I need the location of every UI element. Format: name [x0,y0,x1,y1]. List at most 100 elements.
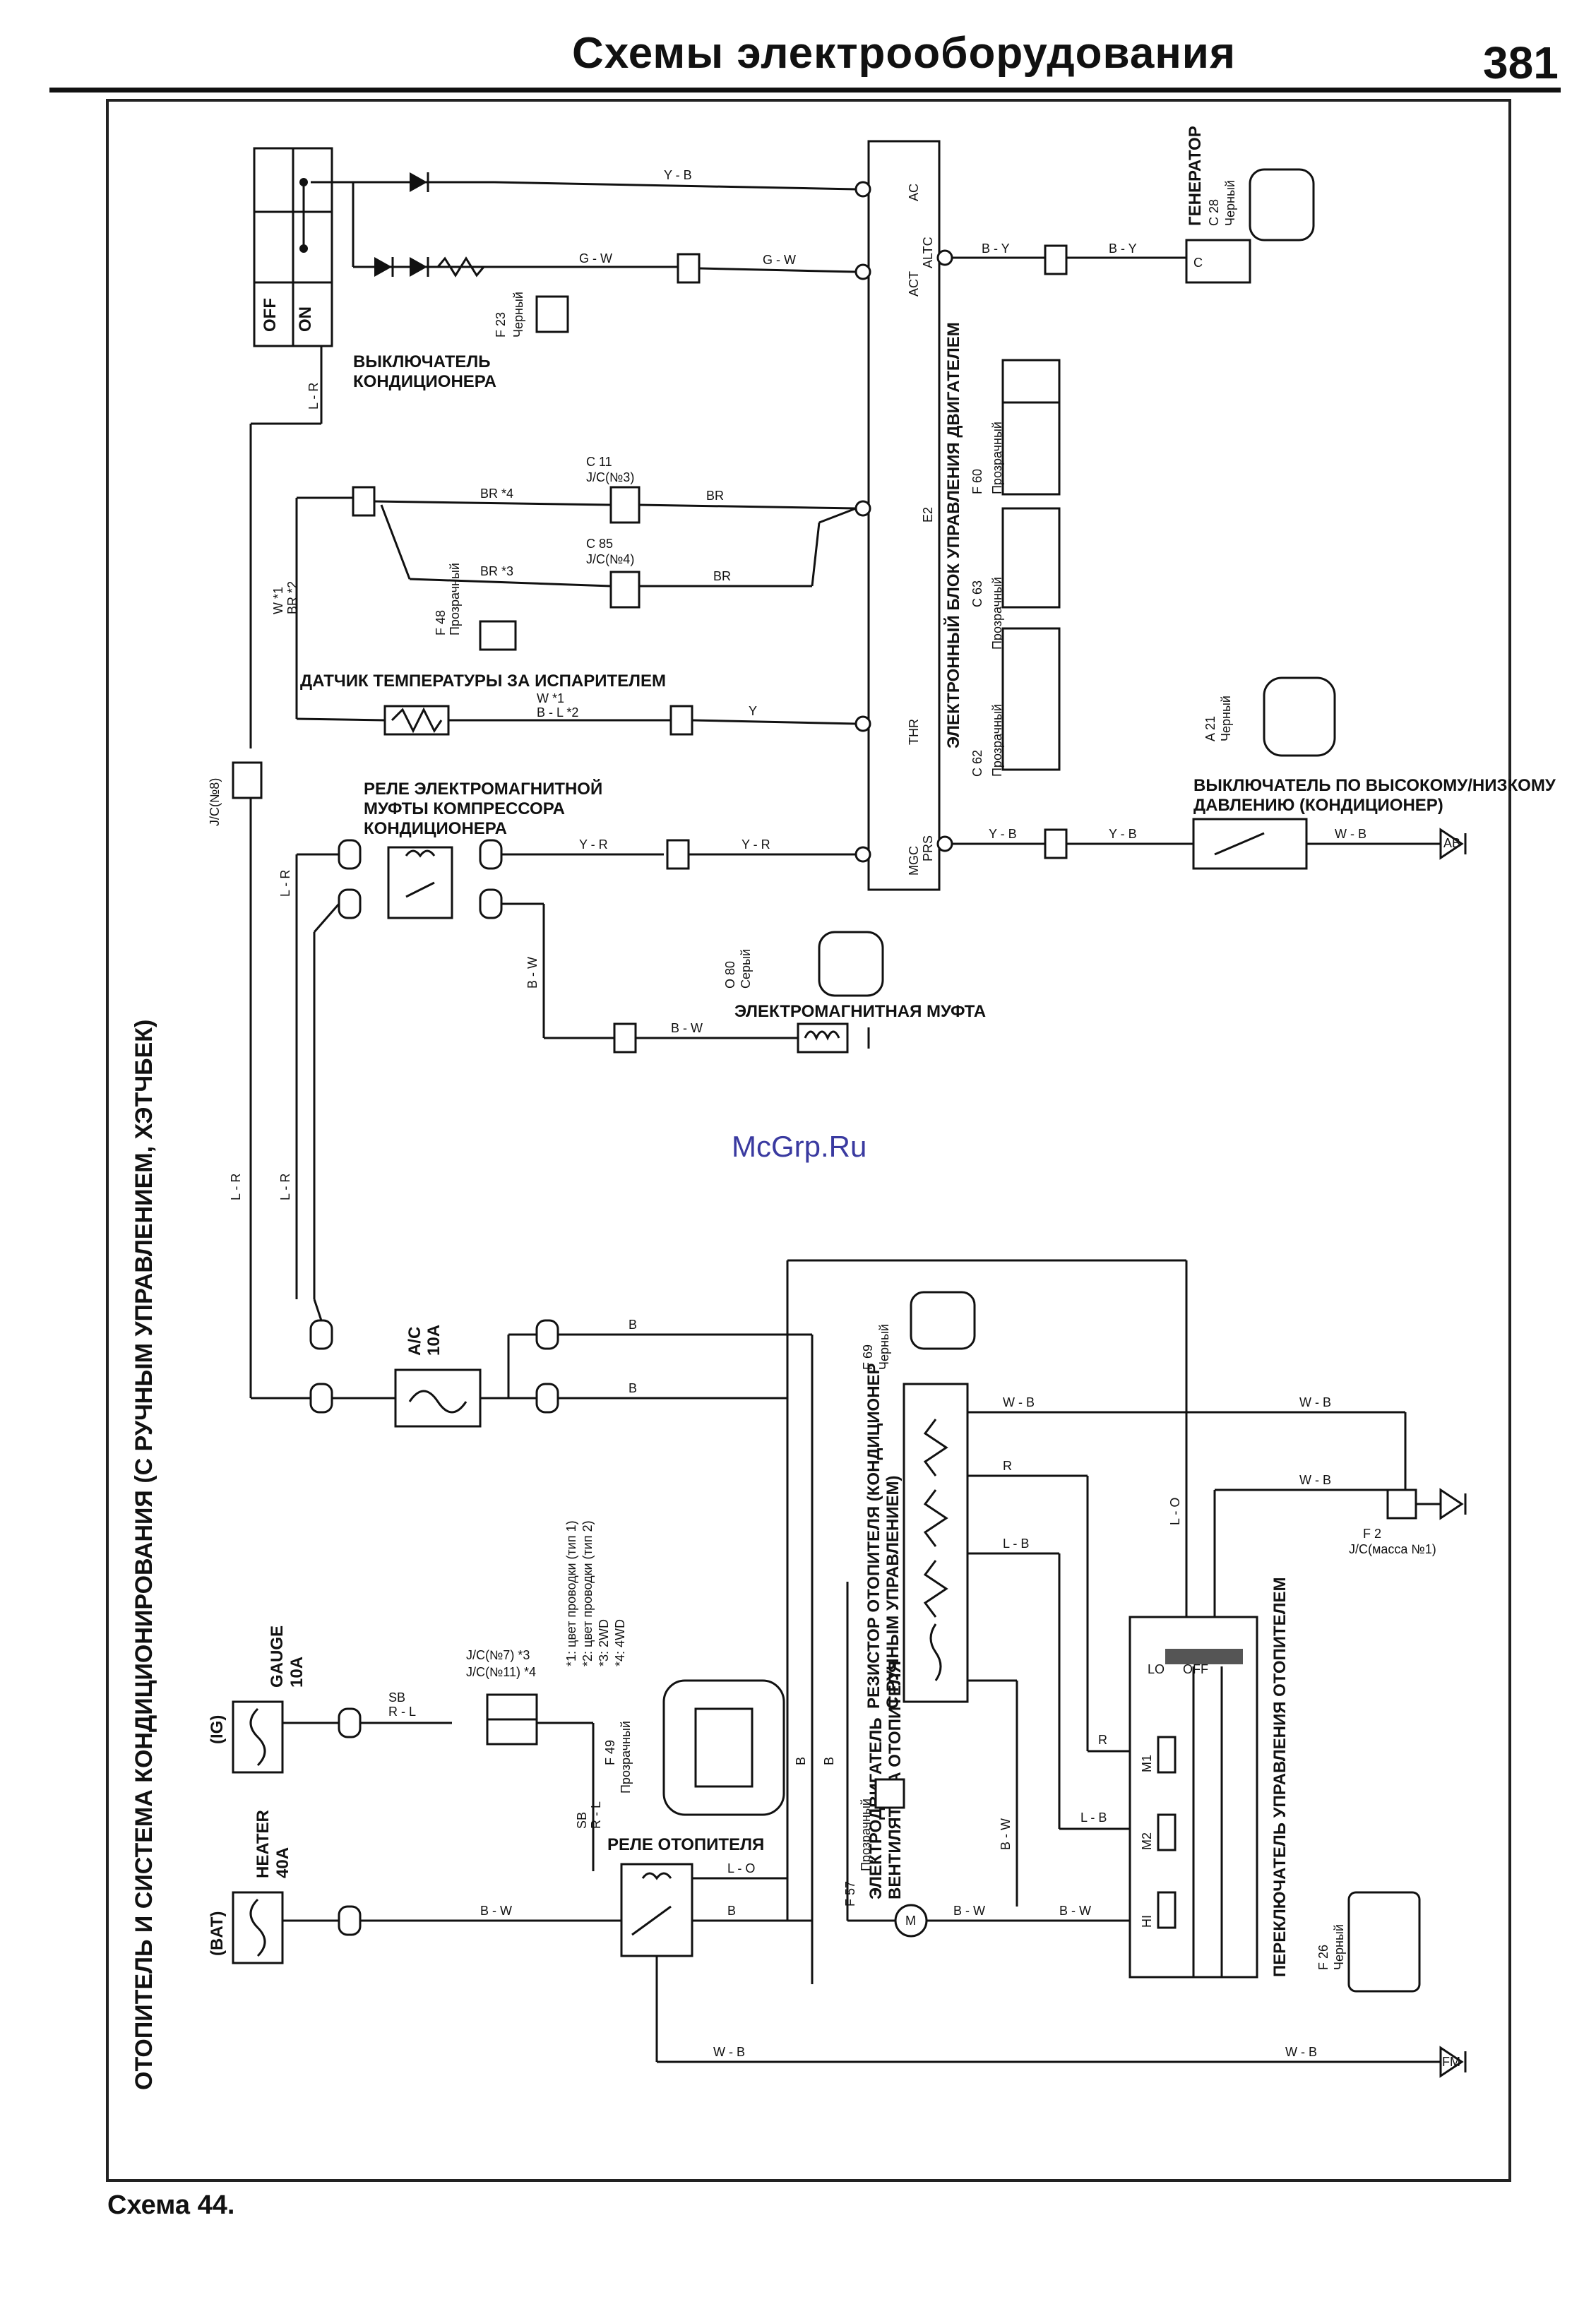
evap-sensor-code: F 48 [434,610,448,636]
note-3: *3: 2WD [597,1619,611,1666]
heater-relay-code: F 49 [603,1740,617,1765]
wire-label-y-b-2: Y - B [989,827,1017,841]
wire-label-w-b-res: W - B [1003,1395,1035,1409]
jc-ground-name: J/C(масса №1) [1349,1542,1436,1556]
e2-wires: BR *4 BR BR *3 BR W *1 BR *2 [271,486,857,719]
wire-label-w1b: W *1 [537,691,564,705]
compressor-clutch-relay: РЕЛЕ ЭЛЕКТРОМАГНИТНОЙ МУФТЫ КОМПРЕССОРА … [278,779,856,1299]
blower-motor: M B - W B - W ЭЛЕКТРОДВИГАТЕЛЬ ВЕНТИЛЯТО… [843,1582,1130,1938]
wire-label-br4: BR *4 [480,487,513,501]
jc7-11-line2: J/C(№11) *4 [466,1665,536,1679]
switch-pos-lo: LO [1148,1662,1165,1676]
wire-label-b-l-2: B - L *2 [537,705,578,720]
heater-resistor-code: F 69 [861,1344,875,1370]
blower-motor-code: F 57 [843,1881,857,1907]
resistor-wires: W - B W - B R R L - B L - B B - W W - B … [787,1259,1467,1907]
ecu-pin-altc: ALTC [921,237,935,268]
wire-label-y-b: Y - B [664,168,692,182]
switch-pos-hi: HI [1140,1915,1154,1928]
wire-label-l-b-2: L - B [1080,1810,1107,1825]
gauge-fuse-name: GAUGE [268,1625,287,1688]
wire-label-b-relay: B [727,1904,736,1918]
ac-fuse: A/C 10A B B B B [251,1299,836,1984]
wire-label-g-w-2: G - W [763,253,796,267]
heater-fuse: (BAT) HEATER 40A B - W [208,1810,621,1964]
generator-code: C 28 [1207,199,1221,226]
clutch-color: Серый [739,949,753,989]
jc8: J/C(№8) [208,761,263,826]
watermark: McGrp.Ru [732,1130,867,1163]
pressure-switch-name-2: ДАВЛЕНИЮ (КОНДИЦИОНЕР) [1193,796,1443,815]
ecu-connector-f60-code: F 60 [970,469,984,494]
wire-label-y-r-2: Y - R [742,837,770,852]
heater-switch-color: Черный [1332,1924,1346,1970]
wire-label-br-1: BR [706,489,724,503]
compressor-relay-name-3: КОНДИЦИОНЕРА [364,819,507,838]
heater-fuse-name: HEATER [254,1810,273,1878]
heater-resistor-name-2: С РУЧНЫМ УПРАВЛЕНИЕМ) [883,1475,903,1709]
wire-label-b-w-heater: B - W [480,1904,512,1918]
jc-ground-code: F 2 [1363,1527,1381,1541]
heater-fuse-rating: 40A [273,1847,292,1878]
generator: C ГЕНЕРАТОР C 28 Черный [1185,126,1315,284]
generator-pin: C [1193,256,1203,270]
heater-relay-color: Прозрачный [619,1721,633,1794]
jc4-code: C 85 [586,537,613,551]
wire-label-w-b-res-2: W - B [1299,1395,1331,1409]
ecu-connector-c63-color: Прозрачный [990,577,1004,650]
ac-switch-name-1: ВЫКЛЮЧАТЕЛЬ [353,352,491,371]
wire-label-b-w-res: B - W [999,1818,1013,1850]
wire-label-b-3: B [794,1757,808,1765]
ecu-connector-c62-code: C 62 [970,750,984,777]
pressure-switch-color: Черный [1219,696,1233,741]
ecu-connector-c63-code: C 63 [970,580,984,607]
header-rule [49,88,1561,93]
heater-relay-connector: F 49 Прозрачный [603,1679,785,1816]
wire-label-b-y-2: B - Y [1109,241,1137,256]
page-header-title: Схемы электрооборудования [572,29,1237,78]
note-2: *2: цвет проводки (тип 2) [580,1520,595,1666]
heater-resistor-color: Черный [877,1324,891,1370]
note-1: *1: цвет проводки (тип 1) [564,1520,578,1666]
ac-switch-color: Черный [511,292,525,338]
wire-label-g-w: G - W [579,251,612,266]
wire-label-r-l-2: R - L [589,1801,603,1829]
wire-label-y: Y [749,704,757,718]
ecu-connector-f60-color: Прозрачный [990,422,1004,494]
wire-label-l-r-mid: L - R [278,1174,292,1200]
ac-switch-code: F 23 [494,312,508,338]
pressure-switch: Y - B Y - B ВЫКЛЮЧАТЕЛЬ ПО ВЫСОКОМУ/НИЗК… [952,676,1556,870]
heater-fuse-supply: (BAT) [208,1911,227,1956]
jc7-11: J/C(№7) *3 J/C(№11) *4 [466,1648,538,1746]
magnetic-clutch: B - W ЭЛЕКТРОМАГНИТНАЯ МУФТА O 80 Серый [613,931,986,1054]
ecu-connector-c62-color: Прозрачный [990,704,1004,777]
note-4: *4: 4WD [613,1619,627,1666]
compressor-relay-name-2: МУФТЫ КОМПРЕССОРА [364,799,565,818]
top-wires: Y - B G - W G - W B - Y B - Y L - R [249,168,1186,748]
wire-label-w-b-bottom-2: W - B [1285,2045,1317,2059]
wire-label-b-1: B [629,1318,637,1332]
pressure-switch-name-1: ВЫКЛЮЧАТЕЛЬ ПО ВЫСОКОМУ/НИЗКОМУ [1193,776,1556,795]
engine-ecu: AC ACT ALTC E2 THR MGC PRS ЭЛЕКТРОННЫЙ Б… [854,140,963,891]
wire-label-y-r: Y - R [579,837,608,852]
jc3-name: J/C(№3) [586,470,634,484]
wire-label-br3: BR *3 [480,564,513,578]
heater-resistor-name-1: РЕЗИСТОР ОТОПИТЕЛЯ (КОНДИЦИОНЕР [864,1363,883,1709]
ecu-pin-thr: THR [907,719,921,745]
heater-relay: РЕЛЕ ОТОПИТЕЛЯ L - O B W - B W - B FM [607,1260,1467,2078]
jc3-code: C 11 [586,455,612,469]
wire-label-sb-2: SB [575,1812,589,1829]
footnotes: *1: цвет проводки (тип 1) *2: цвет прово… [564,1520,627,1666]
wire-label-l-b: L - B [1003,1537,1029,1551]
ecu-connector-f60: F 60 Прозрачный [970,359,1061,496]
blower-motor-color: Прозрачный [859,1798,873,1871]
compressor-relay-name-1: РЕЛЕ ЭЛЕКТРОМАГНИТНОЙ [364,779,602,799]
wire-label-w1: W *1 [271,587,285,614]
wire-label-b-2: B [629,1381,637,1395]
wire-label-r: R [1003,1459,1012,1473]
ecu-pin-mgc: MGC [907,846,921,876]
diagram-caption: Схема 44. [107,2190,235,2220]
wire-label-r-2: R [1098,1733,1107,1747]
switch-pos-m1: M1 [1140,1755,1154,1772]
